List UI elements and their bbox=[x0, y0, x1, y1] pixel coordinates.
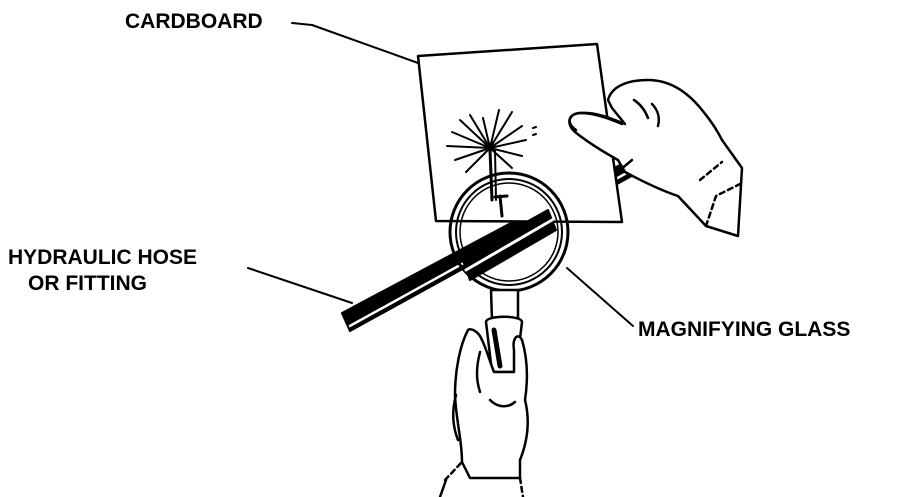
glass-leader-line bbox=[566, 267, 634, 327]
magnifying-glass bbox=[448, 171, 570, 374]
hose-leader-line bbox=[247, 267, 353, 304]
label-hydraulic-hose-line2: OR FITTING bbox=[28, 272, 147, 295]
cardboard-sheet bbox=[416, 42, 624, 224]
left-hand bbox=[438, 328, 529, 497]
label-cardboard: CARDBOARD bbox=[125, 10, 263, 33]
cardboard-leader-line bbox=[291, 22, 433, 69]
label-magnifying-glass: MAGNIFYING GLASS bbox=[638, 318, 851, 341]
label-hydraulic-hose-line1: HYDRAULIC HOSE bbox=[8, 246, 198, 269]
right-hand bbox=[568, 78, 744, 238]
label-hydraulic-hose: HYDRAULIC HOSE OR FITTING bbox=[8, 245, 197, 297]
